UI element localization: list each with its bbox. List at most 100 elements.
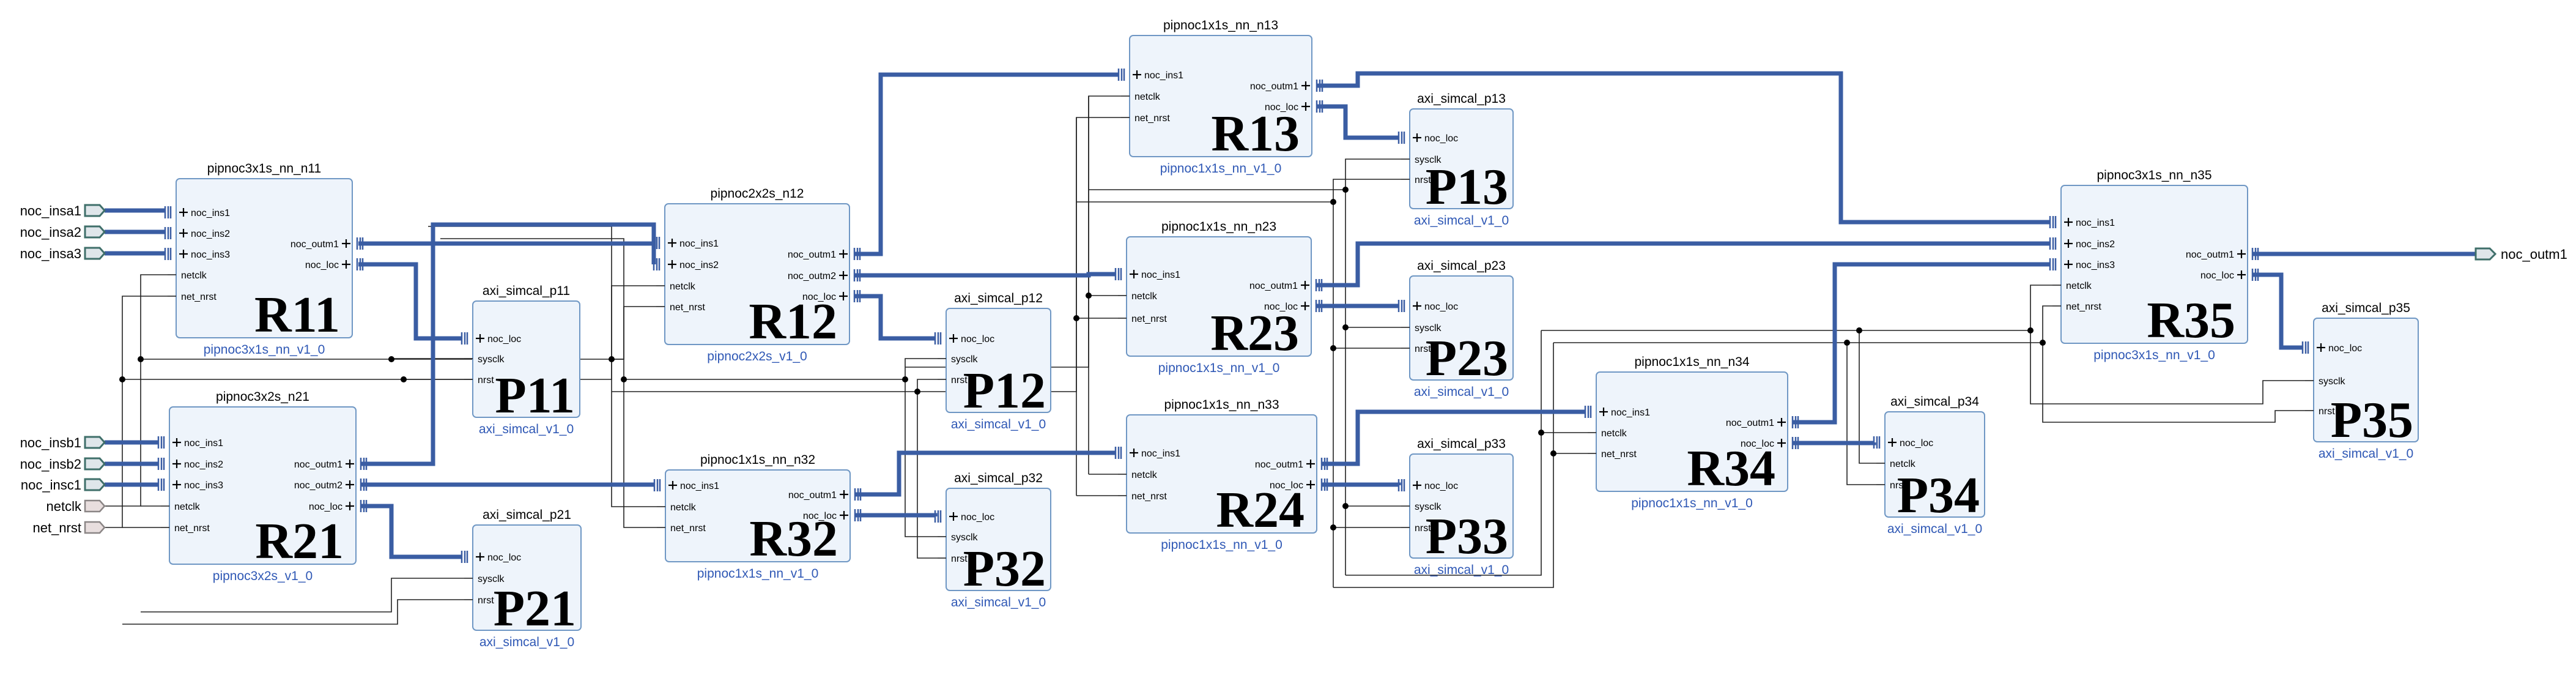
signal-wire[interactable] bbox=[2030, 330, 2305, 404]
ip-block-p12[interactable]: axi_simcal_p12axi_simcal_v1_0noc_locsysc… bbox=[934, 291, 1051, 431]
block-body[interactable] bbox=[664, 203, 850, 345]
bus-wire[interactable] bbox=[1793, 441, 1876, 445]
pin-label: sysclk bbox=[2319, 376, 2346, 387]
pin-label: noc_loc bbox=[961, 512, 994, 523]
block-big-label: R34 bbox=[1687, 440, 1775, 497]
ip-block-p11[interactable]: axi_simcal_p11axi_simcal_v1_0noc_locsysc… bbox=[461, 284, 580, 436]
ip-block-n11[interactable]: pipnoc3x1s_nn_n11pipnoc3x1s_nn_v1_0noc_i… bbox=[164, 162, 364, 357]
ip-block-p32[interactable]: axi_simcal_p32axi_simcal_v1_0noc_locsysc… bbox=[934, 471, 1051, 609]
bus-wire[interactable] bbox=[855, 513, 938, 518]
ip-block-p33[interactable]: axi_simcal_p33axi_simcal_v1_0noc_locsysc… bbox=[1397, 437, 1514, 577]
block-body[interactable] bbox=[1126, 236, 1312, 357]
pin-label: noc_ins1 bbox=[680, 481, 719, 491]
ip-block-n32[interactable]: pipnoc1x1s_nn_n32pipnoc1x1s_nn_v1_0noc_i… bbox=[653, 453, 862, 581]
signal-wire[interactable] bbox=[1089, 158, 1401, 190]
bus-wire[interactable] bbox=[854, 294, 935, 341]
signal-wire[interactable] bbox=[624, 358, 938, 380]
block-body[interactable] bbox=[169, 406, 357, 565]
ip-block-n33[interactable]: pipnoc1x1s_nn_n33pipnoc1x1s_nn_v1_0noc_i… bbox=[1114, 398, 1328, 552]
port-noc_insb1[interactable]: noc_insb1 bbox=[20, 435, 106, 450]
port-noc_insc1[interactable]: noc_insc1 bbox=[21, 477, 106, 493]
block-big-label: R11 bbox=[254, 286, 340, 343]
junction-dots bbox=[119, 187, 2046, 531]
bus-wire[interactable] bbox=[358, 262, 462, 341]
block-instance-name: pipnoc3x1s_nn_n35 bbox=[2097, 168, 2212, 182]
ip-block-p34[interactable]: axi_simcal_p34axi_simcal_v1_0noc_locnetc… bbox=[1873, 395, 1985, 536]
signal-wire[interactable] bbox=[1859, 285, 2052, 331]
bus-wire[interactable] bbox=[1317, 71, 2050, 225]
ip-block-n21[interactable]: pipnoc3x2s_n21pipnoc3x2s_v1_0noc_ins1noc… bbox=[157, 390, 368, 583]
signal-wire[interactable] bbox=[1333, 453, 1588, 588]
ip-block-n35[interactable]: pipnoc3x1s_nn_n35pipnoc3x1s_nn_v1_0noc_i… bbox=[2049, 168, 2259, 362]
block-body[interactable] bbox=[1596, 371, 1788, 492]
block-body[interactable] bbox=[946, 308, 1051, 413]
ip-block-p35[interactable]: axi_simcal_p35axi_simcal_v1_0noc_locsysc… bbox=[2301, 301, 2419, 461]
signal-wire[interactable] bbox=[1847, 305, 2052, 343]
signal-wire[interactable] bbox=[1076, 179, 1401, 203]
port-noc_insa2[interactable]: noc_insa2 bbox=[20, 225, 106, 240]
ip-block-n13[interactable]: pipnoc1x1s_nn_n13pipnoc1x1s_nn_v1_0noc_i… bbox=[1117, 18, 1323, 176]
signal-wire[interactable] bbox=[1553, 342, 1876, 485]
signal-wire[interactable] bbox=[917, 392, 938, 559]
ip-blocks: pipnoc3x1s_nn_n11pipnoc3x1s_nn_v1_0noc_i… bbox=[157, 18, 2419, 649]
signal-wire[interactable] bbox=[122, 599, 464, 625]
block-body[interactable] bbox=[176, 178, 353, 338]
bus-wire[interactable] bbox=[1316, 241, 2050, 288]
signal-wire[interactable] bbox=[2042, 343, 2305, 423]
bus-wire[interactable] bbox=[854, 72, 1119, 256]
bus-wire[interactable] bbox=[854, 272, 1116, 278]
bus-wire[interactable] bbox=[1317, 104, 1399, 140]
bus-wire[interactable] bbox=[361, 504, 462, 559]
block-body[interactable] bbox=[1409, 275, 1514, 381]
ip-block-n12[interactable]: pipnoc2x2s_n12pipnoc2x2s_v1_0noc_ins1noc… bbox=[653, 187, 861, 363]
ip-block-n34[interactable]: pipnoc1x1s_nn_n34pipnoc1x1s_nn_v1_0noc_i… bbox=[1584, 355, 1799, 510]
block-big-label: P21 bbox=[494, 580, 576, 637]
signal-wire[interactable] bbox=[1541, 330, 1876, 464]
block-instance-name: axi_simcal_p21 bbox=[483, 508, 571, 522]
ip-block-p13[interactable]: axi_simcal_p13axi_simcal_v1_0noc_locsysc… bbox=[1397, 92, 1514, 228]
block-big-label: R21 bbox=[255, 513, 344, 570]
block-body[interactable] bbox=[472, 524, 582, 631]
block-body[interactable] bbox=[2060, 185, 2248, 344]
port-noc_outm1[interactable]: noc_outm1 bbox=[2474, 247, 2567, 262]
port-noc_insa1[interactable]: noc_insa1 bbox=[20, 203, 106, 218]
signal-wire[interactable] bbox=[105, 296, 168, 528]
block-body[interactable] bbox=[2313, 318, 2419, 442]
pin-label: sysclk bbox=[478, 354, 505, 365]
port-label: netclk bbox=[46, 499, 82, 514]
block-body[interactable] bbox=[472, 300, 580, 418]
signal-wire[interactable] bbox=[1333, 348, 1401, 528]
signal-wire[interactable] bbox=[612, 379, 938, 392]
pin-label: netclk bbox=[1131, 470, 1158, 480]
block-instance-name: axi_simcal_p13 bbox=[1417, 92, 1506, 106]
pin-label: net_nrst bbox=[2066, 302, 2101, 312]
port-noc_insb2[interactable]: noc_insb2 bbox=[20, 456, 106, 472]
bus-wire[interactable] bbox=[1322, 409, 1585, 466]
block-instance-name: pipnoc2x2s_n12 bbox=[711, 187, 804, 201]
block-instance-name: axi_simcal_p12 bbox=[954, 291, 1043, 305]
block-body[interactable] bbox=[946, 488, 1051, 591]
block-body[interactable] bbox=[665, 469, 851, 562]
pin-label: noc_loc bbox=[1264, 302, 1298, 312]
ip-block-p21[interactable]: axi_simcal_p21axi_simcal_v1_0noc_locsysc… bbox=[461, 508, 582, 649]
port-noc_insa3[interactable]: noc_insa3 bbox=[20, 246, 106, 261]
block-module-name: axi_simcal_v1_0 bbox=[1414, 385, 1509, 399]
block-instance-name: pipnoc1x1s_nn_n34 bbox=[1635, 355, 1750, 369]
block-big-label: R24 bbox=[1216, 482, 1305, 538]
signal-wire[interactable] bbox=[1345, 432, 1588, 576]
signal-wire[interactable] bbox=[440, 238, 657, 528]
bus-wire[interactable] bbox=[2252, 272, 2303, 350]
block-big-label: R35 bbox=[2147, 292, 2235, 349]
port-label: noc_outm1 bbox=[2501, 247, 2567, 262]
bus-wire[interactable] bbox=[1793, 262, 2050, 425]
ip-block-n23[interactable]: pipnoc1x1s_nn_n23pipnoc1x1s_nn_v1_0noc_i… bbox=[1114, 220, 1323, 375]
port-netclk[interactable]: netclk bbox=[46, 499, 106, 514]
signal-wire[interactable] bbox=[905, 379, 938, 537]
block-body[interactable] bbox=[1884, 411, 1985, 518]
ip-block-p23[interactable]: axi_simcal_p23axi_simcal_v1_0noc_locsysc… bbox=[1397, 259, 1514, 399]
port-net_nrst[interactable]: net_nrst bbox=[33, 520, 106, 535]
signal-wire[interactable] bbox=[1345, 327, 1401, 507]
signal-wire[interactable] bbox=[105, 274, 168, 507]
signal-wire[interactable] bbox=[141, 578, 464, 613]
bus-wire[interactable] bbox=[855, 450, 1116, 497]
